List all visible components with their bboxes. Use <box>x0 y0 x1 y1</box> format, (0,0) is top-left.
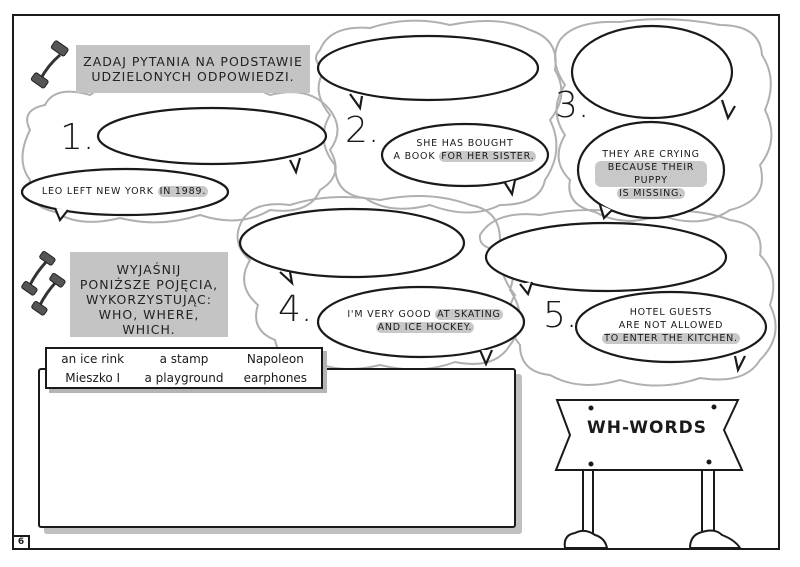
wh-words-sign <box>554 399 744 549</box>
bubble-1-question <box>96 106 328 166</box>
answer-line: LEO LEFT NEW YORK IN 1989. <box>41 186 209 197</box>
term: earphones <box>243 370 308 385</box>
answer-line: I'M VERY GOOD AT SKATING <box>347 309 503 320</box>
bubble-2-question <box>316 34 540 102</box>
answer-text-2: SHE HAS BOUGHT A BOOK FOR HER SISTER. <box>385 137 545 163</box>
item-number-2: 2. <box>345 110 380 151</box>
answer-line: BECAUSE THEIR PUPPY <box>595 161 707 187</box>
item-number-4: 4. <box>278 289 313 330</box>
highlight: TO ENTER THE KITCHEN. <box>602 333 740 344</box>
highlight: FOR HER SISTER. <box>439 151 537 162</box>
answer-text-1: LEO LEFT NEW YORK IN 1989. <box>30 185 220 198</box>
item-number-5: 5. <box>543 295 578 336</box>
answer-line: A BOOK FOR HER SISTER. <box>393 151 537 162</box>
answer-line: SHE HAS BOUGHT <box>416 138 514 149</box>
term: an ice rink <box>61 351 125 366</box>
item-number-3: 3. <box>555 85 590 126</box>
term: Napoleon <box>246 351 304 366</box>
highlight: IN 1989. <box>157 186 209 197</box>
bubble-1-answer <box>20 167 230 217</box>
term: Mieszko I <box>65 370 121 385</box>
instruction-line: WHO, WHERE, WHICH. <box>98 307 200 337</box>
dumbbell-icon-1 <box>30 40 69 89</box>
answer-line: IS MISSING. <box>595 187 707 200</box>
instruction-line: ZADAJ PYTANIA NA PODSTAWIE <box>83 54 303 69</box>
answer-line: TO ENTER THE KITCHEN. <box>596 332 746 345</box>
answer-line: ARE NOT ALLOWED <box>618 320 724 331</box>
instruction-line: WYJAŚNIJ <box>116 262 182 277</box>
question-input-2[interactable] <box>320 38 536 98</box>
highlight: IS MISSING. <box>616 188 685 199</box>
question-input-5[interactable] <box>488 225 724 289</box>
bubble-4-question <box>238 207 466 279</box>
question-input-4[interactable] <box>242 211 462 275</box>
question-input-3[interactable] <box>574 28 730 116</box>
page-number: 6 <box>12 535 30 550</box>
answer-writing-area[interactable] <box>38 368 516 528</box>
highlight: AND ICE HOCKEY. <box>375 322 475 333</box>
instruction-explain-terms: WYJAŚNIJ PONIŻSZE POJĘCIA, WYKORZYSTUJĄC… <box>70 252 228 337</box>
page-frame <box>12 14 780 550</box>
cloud-3 <box>554 18 773 223</box>
bubble-3-question <box>570 24 734 120</box>
term: a playground <box>144 370 224 385</box>
answer-text-4: I'M VERY GOOD AT SKATING AND ICE HOCKEY. <box>340 308 510 334</box>
dumbbell-icon-2 <box>21 250 66 316</box>
terms-list: an ice rink a stamp Napoleon Mieszko I a… <box>45 347 323 389</box>
highlight: AT SKATING <box>435 309 503 320</box>
instruction-ask-questions: ZADAJ PYTANIA NA PODSTAWIE UDZIELONYCH O… <box>76 45 310 93</box>
cloud-2 <box>315 19 563 214</box>
cloud-4 <box>236 195 521 371</box>
answer-line: THEY ARE CRYING <box>602 149 700 160</box>
answer-line: AND ICE HOCKEY. <box>340 321 510 334</box>
instruction-line: WYKORZYSTUJĄC: <box>86 292 212 307</box>
answer-text-3: THEY ARE CRYING BECAUSE THEIR PUPPY IS M… <box>595 148 707 200</box>
answer-line: HOTEL GUESTS <box>629 307 713 318</box>
answer-text-5: HOTEL GUESTS ARE NOT ALLOWED TO ENTER TH… <box>596 306 746 345</box>
instruction-line: UDZIELONYCH ODPOWIEDZI. <box>91 69 295 84</box>
bubble-5-answer <box>574 290 768 364</box>
sign-label: WH-WORDS <box>587 418 707 438</box>
item-number-1: 1. <box>60 117 95 158</box>
term: a stamp <box>159 351 209 366</box>
instruction-line: PONIŻSZE POJĘCIA, <box>79 277 219 292</box>
bubble-5-question <box>484 221 728 293</box>
question-input-1[interactable] <box>100 110 324 162</box>
